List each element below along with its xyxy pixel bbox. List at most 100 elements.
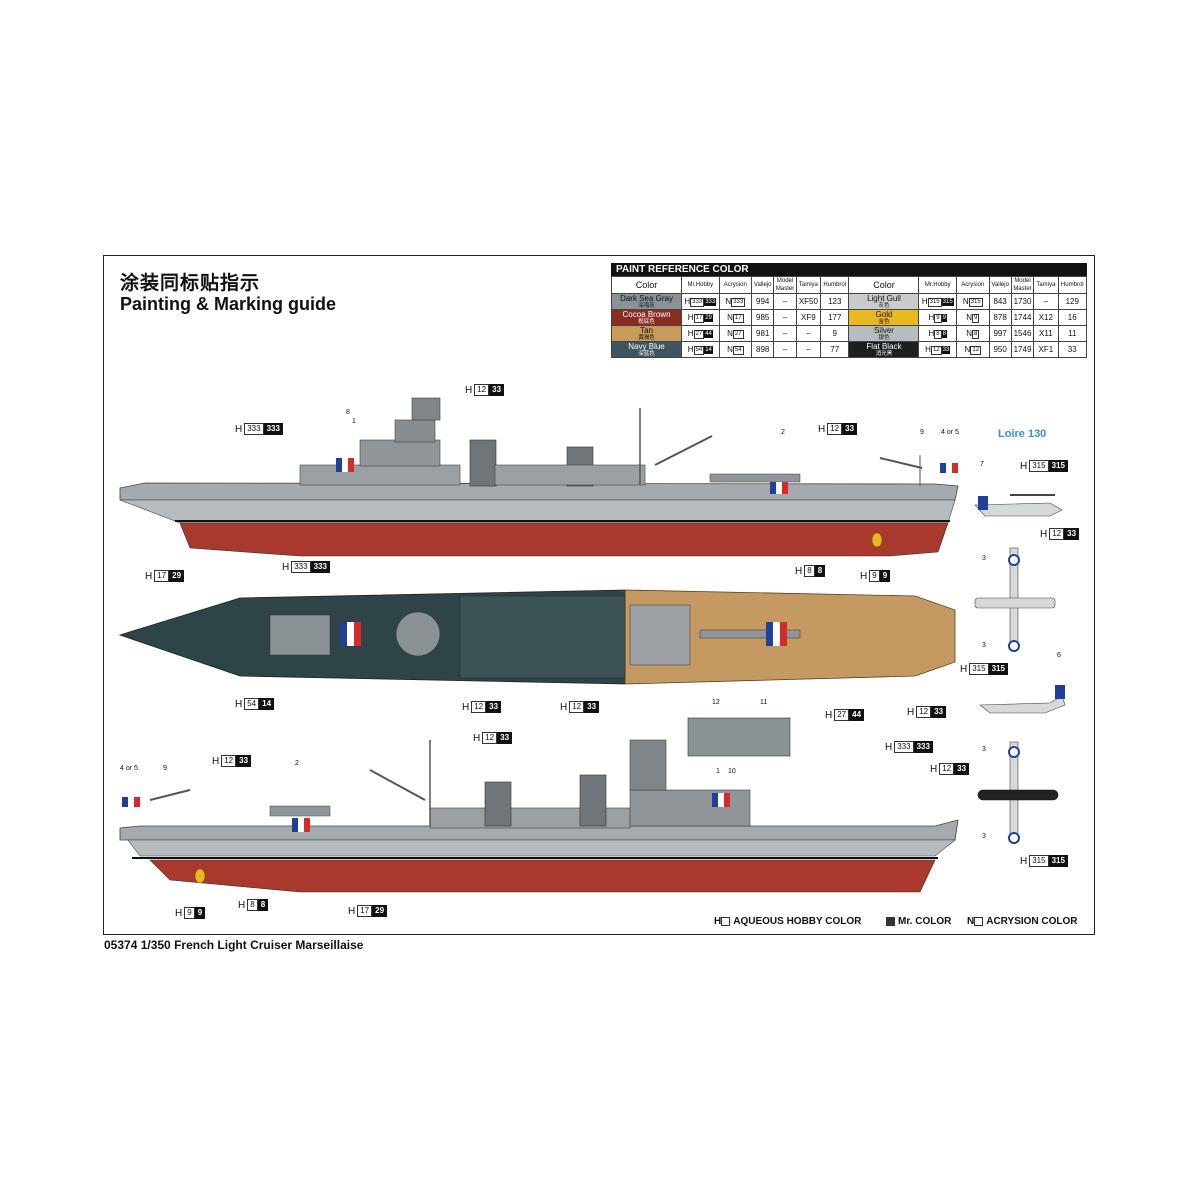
color-name: Flat Black <box>866 341 902 351</box>
tricolor-roundel <box>336 458 354 472</box>
title-english: Painting & Marking guide <box>120 294 337 314</box>
color-name-chinese: 黄褐色 <box>638 334 655 341</box>
part-number: 2 <box>295 760 299 767</box>
filled-square-icon <box>886 917 895 926</box>
color-name-chinese: 消光黑 <box>875 350 893 357</box>
aircraft-side-top <box>974 494 1063 517</box>
color-name: Tan <box>640 325 653 335</box>
part-number: 3 <box>982 555 986 562</box>
square-icon <box>721 917 731 926</box>
color-name-chinese: 金色 <box>878 318 890 325</box>
detail-inset <box>687 717 791 757</box>
aircraft-top-view <box>974 547 1056 652</box>
tricolor-roundel <box>770 482 788 494</box>
color-name: Navy Blue <box>628 341 665 351</box>
french-flag <box>122 797 140 807</box>
aircraft-title: Loire 130 <box>998 428 1047 440</box>
part-number: 1 <box>352 418 356 425</box>
part-number: 9 <box>163 765 167 772</box>
humbrol-cell: 33 <box>1057 341 1087 358</box>
color-name-chinese: 灰色 <box>878 302 890 309</box>
color-name: Light Gull <box>867 293 901 303</box>
model-master-cell: – <box>773 341 797 358</box>
color-name: Dark Sea Gray <box>620 293 673 303</box>
tricolor-roundel <box>340 622 361 646</box>
part-number: 2 <box>781 429 785 436</box>
color-name: Cocoa Brown <box>622 309 671 319</box>
paint-table-grid: Color Mr.Hobby Acrysion Vallejo Model Ma… <box>610 276 1087 358</box>
model-master-cell: – <box>773 293 797 310</box>
part-number: 8 <box>346 409 350 416</box>
title-chinese: 涂装同标贴指示 <box>120 273 261 294</box>
paint-reference-table: PAINT REFERENCE COLOR Color Mr.Hobby Acr… <box>610 263 1087 358</box>
color-name: Silver <box>873 325 894 335</box>
propeller-icon <box>871 532 883 548</box>
tamiya-cell: – <box>795 341 822 358</box>
side-profile-top <box>119 397 959 557</box>
part-number: 12 <box>712 699 720 706</box>
legend-acrysion: N ACRYSION COLOR <box>967 916 1078 927</box>
part-number: 3 <box>982 642 986 649</box>
color-name-chinese: 银色 <box>878 334 890 341</box>
square-icon <box>974 917 984 926</box>
part-number: 6 <box>1057 652 1061 659</box>
part-number: 7 <box>980 461 984 468</box>
side-profile-bottom <box>119 739 959 893</box>
aircraft-underside-view <box>977 741 1059 844</box>
footer-caption: 05374 1/350 French Light Cruiser Marseil… <box>104 938 364 952</box>
deck-plan <box>118 589 956 685</box>
vallejo-cell: 898 <box>751 341 775 358</box>
part-number: 3 <box>982 746 986 753</box>
paint-table-header: PAINT REFERENCE COLOR <box>611 263 1087 276</box>
guide-frame <box>103 255 1095 935</box>
tricolor-roundel <box>712 793 730 807</box>
color-name: Gold <box>875 309 893 319</box>
propeller-icon <box>194 868 206 884</box>
part-number: 1 <box>716 768 720 775</box>
french-flag <box>940 463 958 473</box>
color-name-chinese: 枧底色 <box>638 318 655 325</box>
tricolor-roundel <box>292 818 310 832</box>
tricolor-roundel <box>766 622 787 646</box>
part-number: 11 <box>760 699 768 706</box>
legend-mr-color: Mr. COLOR <box>886 916 951 927</box>
part-number: 3 <box>982 833 986 840</box>
color-name-chinese: 深海灰 <box>638 302 655 309</box>
part-number: 10 <box>728 768 736 775</box>
model-master-cell: 1749 <box>1010 341 1035 358</box>
legend-aqueous: H AQUEOUS HOBBY COLOR <box>714 916 862 927</box>
part-number: 9 <box>920 429 924 436</box>
humbrol-cell: 77 <box>820 341 850 358</box>
